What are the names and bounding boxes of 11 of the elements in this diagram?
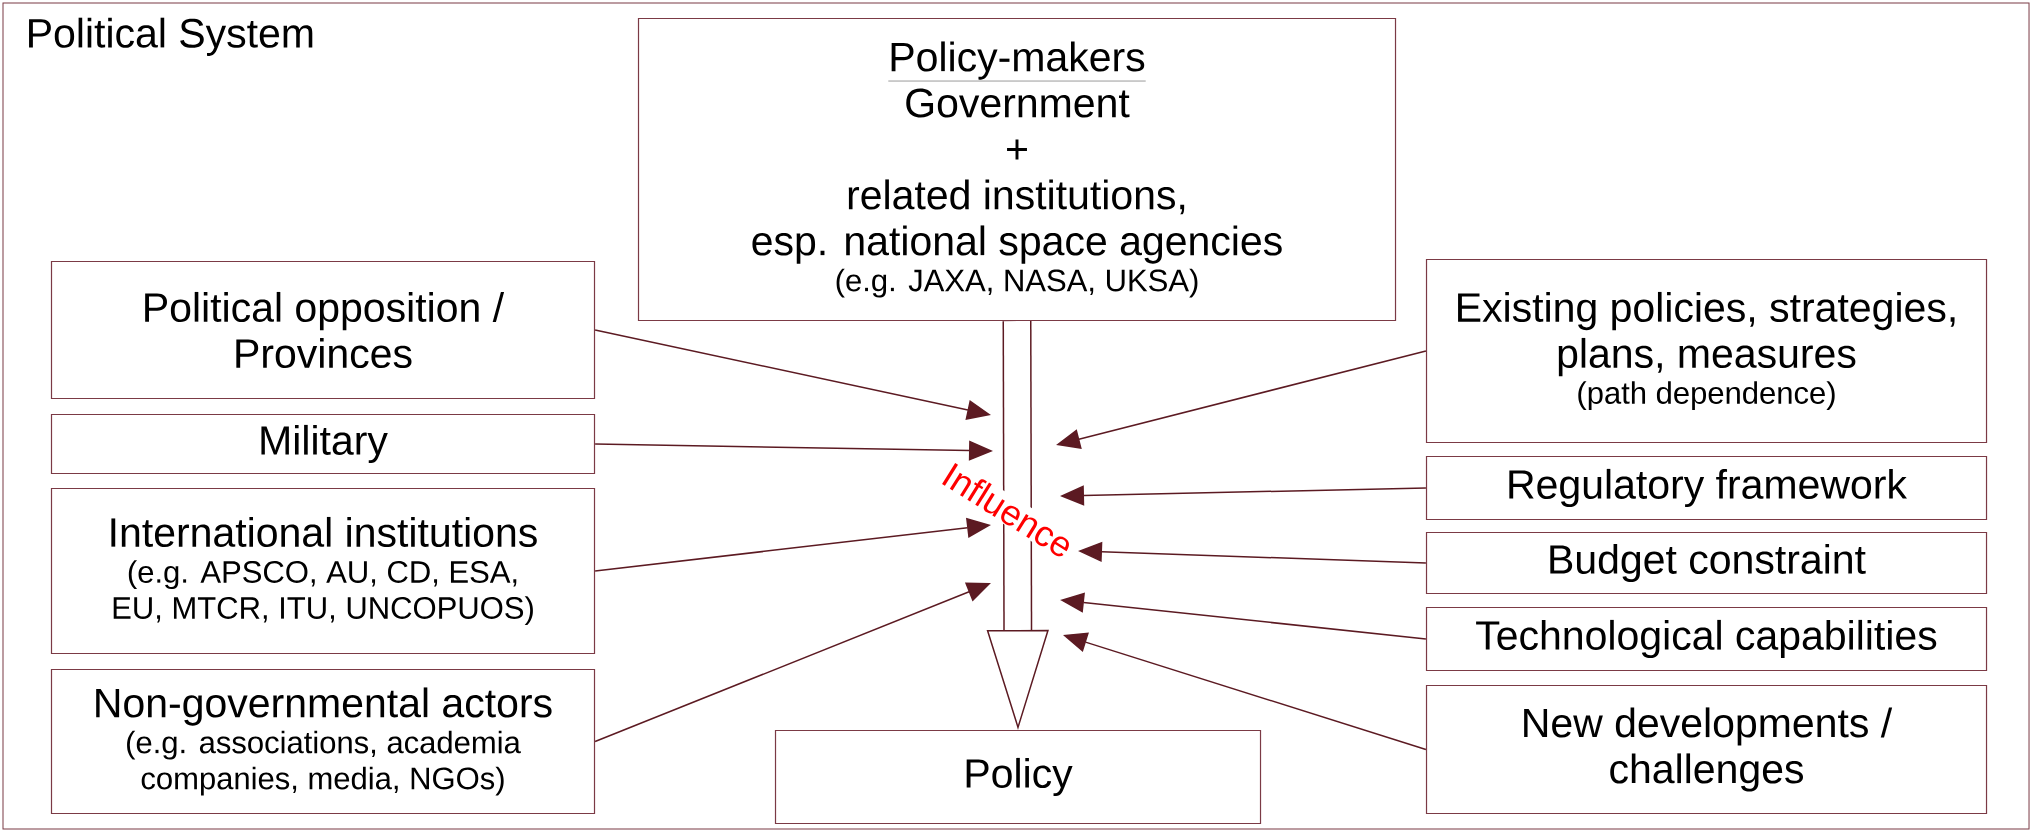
text-box: Non-governmental actors (e.g. associations, academia companies, media, NGOs) — [50, 668, 596, 815]
text-box: Political opposition / Provinces — [50, 260, 596, 400]
text-box: New developments / challenges — [1425, 684, 1988, 815]
text-box: Technological capabilities — [1425, 606, 1988, 672]
text-box: Regulatory framework — [1425, 455, 1988, 521]
text-box: International institutions (e.g. APSCO, AU, CD, ESA, EU, MTCR, ITU, UNCOPUOS) — [50, 487, 596, 655]
text-box: Existing policies, strategies, plans, measures (path dependence) — [1425, 258, 1988, 444]
text-box: Policy-makers Government + related institutions, esp. national space agencies (e.g. JAXA, NASA, UKSA) — [637, 17, 1397, 322]
text-box: Policy — [774, 729, 1262, 825]
text-box: Military — [50, 413, 596, 475]
text-box: Budget constraint — [1425, 531, 1988, 595]
